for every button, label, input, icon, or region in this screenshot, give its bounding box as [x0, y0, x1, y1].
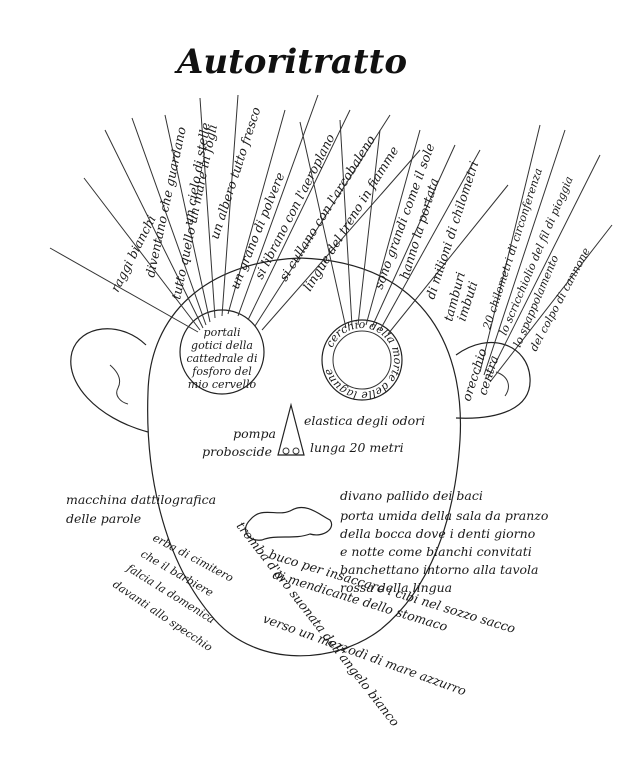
left-eye-line: cattedrale di	[186, 352, 257, 365]
mouth-line: e notte come bianchi convitati	[340, 544, 532, 559]
left-nostril	[282, 447, 290, 455]
mouth-right-text: divano pallido dei baci porta umida dell…	[340, 488, 548, 595]
nose	[277, 402, 305, 456]
chin-bottom-line: buco per insaccare i cibi nel sozzo sacc…	[267, 547, 517, 636]
nose-text-left-top: pompa	[233, 426, 276, 441]
left-ear-inner	[109, 364, 129, 405]
typewriter-line: macchina dattilografica	[66, 492, 216, 507]
chin-left-text: erba di cimitero che il barbiere falcia …	[110, 531, 236, 654]
mouth	[245, 506, 333, 541]
nose-text-left-bottom: proboscide	[202, 444, 272, 459]
right-eye-textpath: cerchio della morte delle lagune	[321, 318, 404, 402]
left-eye-line: gotici della	[191, 339, 253, 352]
typewriter-line: delle parole	[66, 511, 141, 526]
nose-text-right-bottom: lunga 20 metri	[310, 440, 404, 455]
nose-text-right-top: elastica degli odori	[304, 413, 425, 428]
right-eye-inner	[332, 330, 392, 390]
left-eye-line: portali	[204, 326, 241, 339]
mouth-line: della bocca dove i denti giorno	[340, 526, 535, 541]
mouth-line: porta umida della sala da pranzo	[340, 508, 548, 523]
left-eye-text: portali gotici della cattedrale di fosfo…	[186, 326, 257, 391]
mouth-line: divano pallido dei baci	[340, 488, 483, 503]
left-ear	[70, 328, 149, 433]
right-eye	[321, 319, 403, 401]
left-eye-line: fosforo del	[191, 365, 252, 378]
mouth-line: rossa della lingua	[340, 580, 452, 595]
mouth-line: banchettano intorno alla tavola	[340, 562, 539, 577]
right-ear-inner	[495, 371, 509, 397]
right-eye-text: cerchio della morte delle lagune	[321, 318, 404, 402]
head-outline	[147, 257, 462, 657]
left-eye-line: mio cervello	[188, 378, 257, 391]
hair-ray-texts: raggi bianchi diventano che guardano tut…	[107, 105, 481, 301]
hair-rays	[49, 94, 613, 383]
right-nostril	[292, 447, 300, 455]
poem-title: Autoritratto	[174, 42, 407, 82]
